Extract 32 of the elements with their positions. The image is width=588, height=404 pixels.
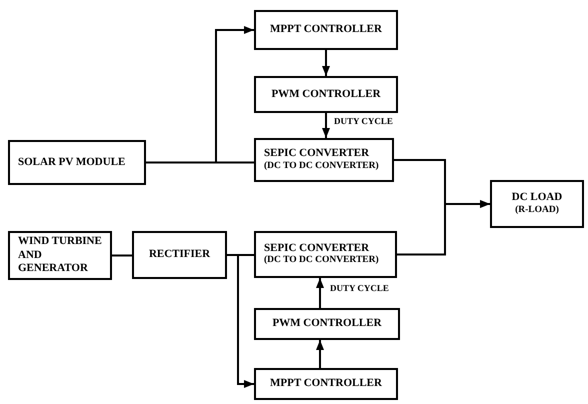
box-text: MPPT CONTROLLER [270, 23, 382, 37]
connector-line [227, 254, 254, 388]
connector-line [112, 254, 132, 256]
process-box [254, 368, 398, 400]
box-text: MPPT CONTROLLER [270, 377, 382, 391]
box-text: PWM CONTROLLER [272, 317, 382, 331]
box-text: DC LOAD [512, 191, 562, 205]
box-text: WIND TURBINE AND GENERATOR [18, 234, 102, 276]
process-box [8, 231, 112, 280]
process-box [254, 138, 394, 182]
connector-line [316, 340, 324, 368]
process-box [132, 231, 227, 279]
edge-label: DUTY CYCLE [333, 117, 394, 126]
connector-line [322, 50, 330, 76]
box-text: (R-LOAD) [515, 204, 559, 217]
connector-line [316, 278, 324, 308]
process-box [254, 231, 397, 278]
process-box [254, 308, 400, 340]
box-text: SEPIC CONVERTER [264, 147, 370, 161]
box-text: SEPIC CONVERTER [264, 242, 370, 256]
process-box [490, 180, 584, 228]
connector-line [397, 200, 490, 256]
process-box [8, 140, 146, 185]
box-text: (DC TO DC CONVERTER) [264, 255, 379, 268]
edge-label: DUTY CYCLE [329, 284, 390, 293]
connector-line [322, 113, 330, 138]
box-text: (DC TO DC CONVERTER) [264, 160, 379, 173]
box-text: PWM CONTROLLER [271, 88, 381, 102]
box-text: RECTIFIER [148, 248, 210, 262]
process-box [254, 76, 398, 113]
box-text: SOLAR PV MODULE [18, 156, 126, 170]
process-box [254, 10, 398, 50]
